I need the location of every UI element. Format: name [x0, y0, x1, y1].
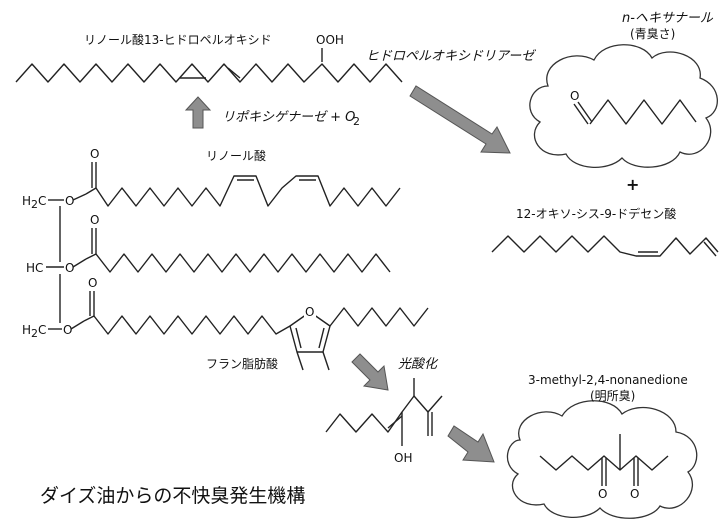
linoleic-acid-chain: [85, 175, 401, 207]
furan-tail-chain: [329, 307, 429, 327]
atom-bg: [304, 304, 316, 318]
atom-label: O: [65, 261, 74, 275]
hydroperoxide-lyase-label: ヒドロペルオキシドリアーゼ: [366, 49, 536, 64]
double-bond-mark: [295, 327, 302, 349]
hexanal-cloud: n-ヘキサナール (青臭さ) O: [529, 11, 718, 169]
hydroperoxide-molecule: リノール酸13-ヒドロペルオキシド OOH: [15, 32, 403, 83]
ooh-label: OOH: [316, 33, 344, 47]
photooxidation-label: 光酸化: [398, 357, 439, 372]
hexanal-label: n-ヘキサナール: [622, 11, 714, 26]
atom-label: O: [598, 487, 607, 501]
double-bond-mark: [318, 327, 325, 349]
atom-label: HC: [26, 261, 43, 275]
triglyceride-molecule: H2C O HC O H2C O O O O リノール酸: [22, 147, 429, 371]
cloud-shape: [529, 44, 718, 169]
enol-chain: [325, 395, 443, 433]
atom-label: O: [90, 213, 99, 227]
carbonyl-bond: [577, 101, 593, 123]
dione-note: (明所臭): [590, 388, 635, 403]
lyase-arrow: [409, 85, 511, 154]
atom-label: H2C: [22, 323, 46, 340]
oxo-dodecenoic-label: 12-オキソ-シス-9-ドデセン酸: [516, 206, 676, 221]
saturated-acid-chain: [85, 253, 391, 273]
lipoxygenase-label: リポキシゲナーゼ + O: [222, 109, 355, 125]
methyl-bond: [296, 351, 304, 371]
double-bond-mark: [703, 241, 717, 257]
atom-label: O: [630, 487, 639, 501]
diagram-title: ダイズ油からの不快臭発生機構: [40, 485, 305, 507]
hexanal-chain: [589, 99, 697, 125]
bond: [72, 258, 87, 268]
atom-label: O: [570, 89, 579, 103]
o2-subscript: 2: [353, 115, 360, 128]
atom-label: O: [305, 305, 314, 319]
dione-label: 3-methyl-2,4-nonanedione: [528, 373, 688, 387]
plus-sign: +: [626, 175, 639, 194]
hydroperoxide-label: リノール酸13-ヒドロペルオキシド: [84, 32, 272, 47]
hexanal-note: (青臭さ): [630, 26, 675, 41]
hydroperoxide-chain: [15, 63, 403, 83]
lipoxygenase-arrow-up: [184, 96, 212, 129]
carbonyl-bond: [573, 103, 589, 125]
oh-label: OH: [394, 451, 412, 465]
atom-label: H2C: [22, 194, 46, 211]
atom-label: O: [88, 276, 97, 290]
dione-chain: [539, 455, 669, 471]
furan-acid-chain: [83, 315, 291, 335]
oxo-dodecenoic-chain: [491, 235, 719, 257]
dione-cloud: 3-methyl-2,4-nonanedione (明所臭) O O: [506, 373, 698, 519]
photooxidation-arrow: [351, 353, 389, 391]
double-bond-mark: [387, 415, 403, 429]
atom-label: O: [90, 147, 99, 161]
furan-fatty-acid-label: フラン脂肪酸: [206, 356, 278, 371]
bond: [70, 320, 85, 330]
linoleic-acid-label: リノール酸: [206, 148, 266, 163]
atom-label: O: [63, 323, 72, 337]
double-bond-mark: [227, 67, 241, 79]
bond: [72, 193, 87, 201]
atom-label: O: [65, 194, 74, 208]
methyl-bond: [322, 351, 330, 371]
dione-arrow: [447, 425, 495, 463]
enol-intermediate: OH: [325, 378, 443, 465]
